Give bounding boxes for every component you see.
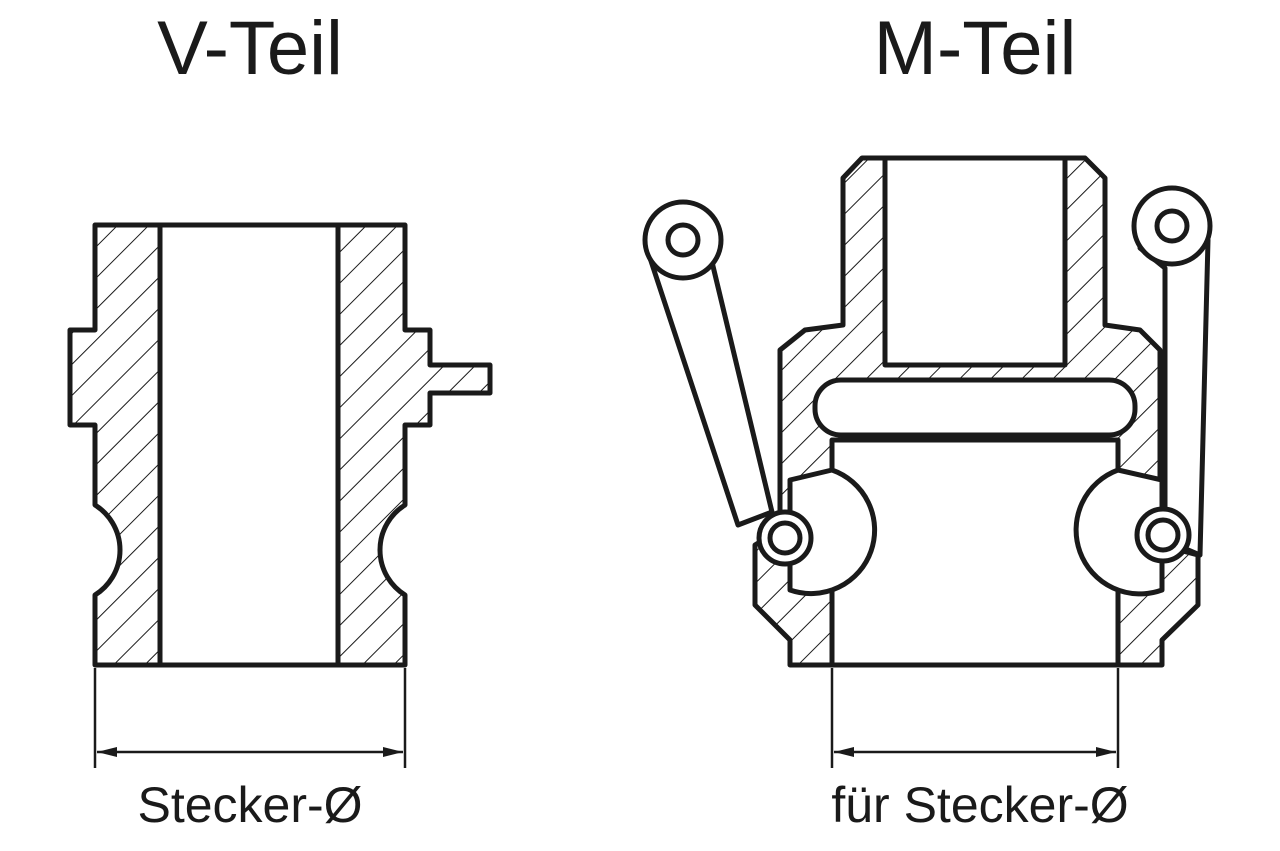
- v-teil-right-wall: [335, 222, 493, 668]
- m-teil-dimension: für Stecker-Ø: [830, 668, 1129, 833]
- left-lever-hole: [665, 222, 701, 258]
- right-cam: [1073, 467, 1165, 597]
- v-teil-drawing: [67, 222, 493, 668]
- v-teil-bore: [157, 222, 341, 668]
- left-lever-arm: [647, 255, 775, 528]
- m-teil-seal-groove: [812, 377, 1138, 438]
- v-teil-dimension: Stecker-Ø: [93, 668, 407, 833]
- m-teil-lower-bore: [829, 437, 1121, 668]
- m-teil-drawing: [642, 155, 1213, 668]
- left-pivot-pin: [767, 520, 803, 556]
- right-pivot-pin: [1145, 517, 1181, 553]
- v-teil-title: V-Teil: [157, 6, 343, 91]
- right-lever-hole: [1154, 208, 1190, 244]
- m-teil-upper-bore: [882, 155, 1068, 368]
- left-cam: [787, 467, 878, 597]
- m-teil-title: M-Teil: [874, 6, 1077, 91]
- m-teil-dimension-label: für Stecker-Ø: [831, 777, 1128, 833]
- v-teil-dimension-label: Stecker-Ø: [137, 777, 362, 833]
- v-teil-left-wall: [67, 222, 163, 668]
